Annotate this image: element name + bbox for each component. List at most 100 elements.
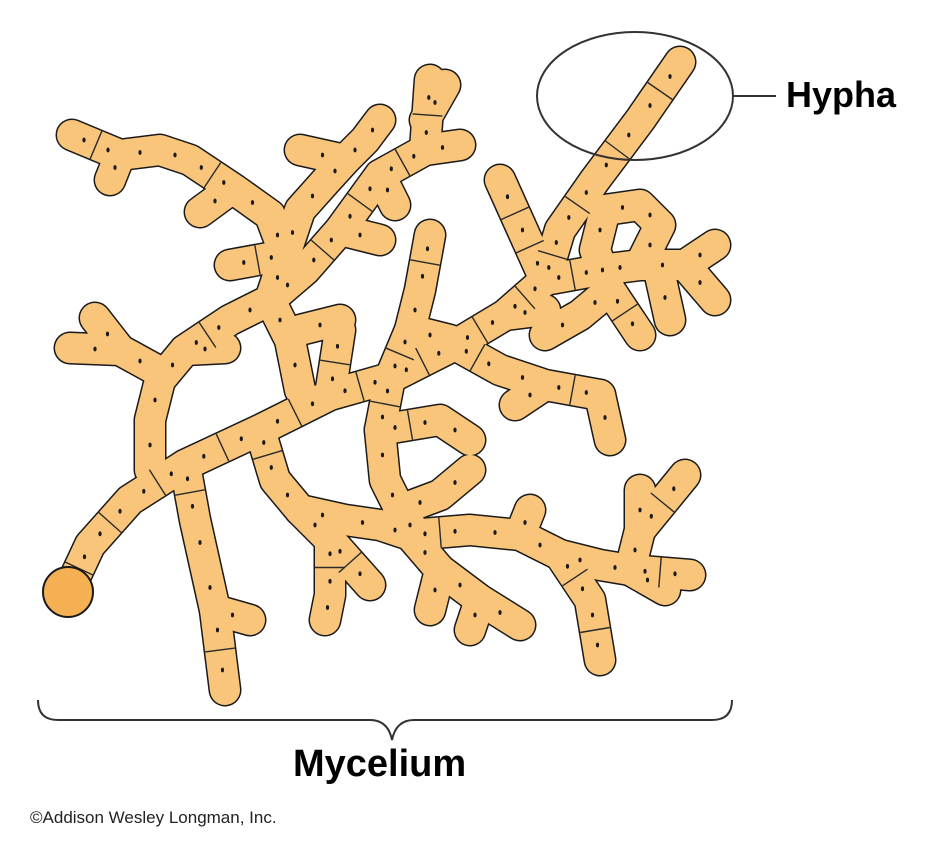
nucleus	[208, 585, 212, 590]
nucleus	[648, 212, 652, 218]
nucleus	[320, 152, 325, 158]
septum	[415, 347, 430, 376]
nucleus	[98, 531, 102, 537]
nucleus	[584, 270, 588, 275]
nucleus	[638, 507, 642, 513]
nucleus	[645, 577, 650, 583]
nucleus	[333, 168, 337, 174]
nucleus	[190, 503, 195, 509]
cell-septa	[65, 81, 675, 653]
nucleus	[618, 265, 622, 270]
nucleus	[557, 385, 561, 390]
nucleus	[440, 145, 445, 150]
septum	[394, 149, 411, 176]
septum	[252, 450, 283, 460]
septum	[338, 551, 362, 574]
nucleus	[643, 568, 647, 574]
nucleus	[358, 571, 362, 577]
nucleus	[453, 528, 457, 534]
nucleus	[408, 522, 412, 528]
nucleus	[170, 362, 175, 368]
septum	[580, 626, 610, 634]
nucleus	[490, 320, 495, 325]
septum	[320, 359, 350, 366]
hyphae-fill	[53, 47, 730, 705]
nucleus	[437, 350, 441, 356]
nucleus	[428, 332, 432, 338]
nucleus	[93, 346, 97, 352]
hypha-branch	[385, 455, 485, 525]
nucleus	[418, 500, 422, 505]
nucleus	[330, 376, 335, 382]
nucleus	[560, 322, 565, 328]
nucleus	[425, 246, 430, 252]
nucleus	[82, 554, 87, 560]
nucleus	[593, 300, 597, 305]
nucleus	[380, 414, 385, 420]
hypha-branch	[365, 405, 485, 455]
nucleus	[148, 442, 152, 448]
nucleus	[275, 232, 280, 238]
nucleus	[380, 452, 385, 458]
nucleus	[343, 388, 347, 394]
nucleus	[698, 252, 702, 258]
septum	[647, 81, 673, 101]
nucleus	[663, 295, 667, 300]
septum	[410, 259, 440, 266]
nucleus	[423, 531, 427, 537]
nucleus	[627, 132, 631, 138]
hypha-label: Hypha	[786, 74, 897, 115]
nucleus	[385, 187, 390, 193]
septum	[438, 517, 442, 548]
nucleus	[169, 471, 173, 477]
septum	[385, 347, 415, 361]
septum	[537, 250, 568, 260]
nucleus	[142, 488, 146, 494]
nucleus	[423, 420, 427, 425]
nucleus	[453, 427, 457, 433]
nucleus	[513, 303, 517, 309]
nucleus	[505, 194, 510, 200]
nucleus	[338, 548, 342, 554]
nucleus	[353, 147, 357, 153]
nucleus	[458, 582, 462, 588]
nucleus	[660, 262, 665, 268]
nucleus	[465, 335, 470, 340]
nucleus	[487, 361, 491, 367]
nucleus	[648, 242, 652, 248]
nucleus	[557, 275, 561, 280]
nucleus	[590, 612, 595, 618]
septum	[516, 239, 544, 254]
nucleus	[473, 612, 477, 618]
nucleus	[520, 227, 525, 233]
nucleus	[202, 453, 206, 459]
nucleus	[198, 540, 202, 545]
nucleus	[213, 198, 217, 204]
septum	[569, 260, 576, 290]
nucleus	[630, 321, 635, 327]
nucleus	[113, 165, 117, 170]
septum	[612, 303, 638, 322]
nucleus	[648, 103, 652, 108]
septum	[469, 344, 486, 371]
nucleus	[393, 363, 397, 369]
nucleus	[310, 193, 315, 199]
nucleus	[604, 162, 608, 168]
nucleus	[293, 362, 297, 368]
nucleus	[672, 486, 676, 492]
nucleus	[424, 130, 428, 135]
nucleus	[262, 440, 266, 445]
nucleus	[348, 213, 352, 219]
nucleus	[358, 232, 362, 238]
septum	[198, 322, 217, 348]
nucleus	[423, 550, 427, 555]
nucleus	[138, 150, 142, 155]
septum	[370, 400, 400, 408]
nucleus	[520, 375, 525, 380]
nucleus	[584, 190, 588, 195]
nucleus	[523, 520, 527, 525]
nucleus	[433, 587, 437, 593]
nucleus	[668, 74, 672, 79]
nucleus	[403, 339, 407, 345]
